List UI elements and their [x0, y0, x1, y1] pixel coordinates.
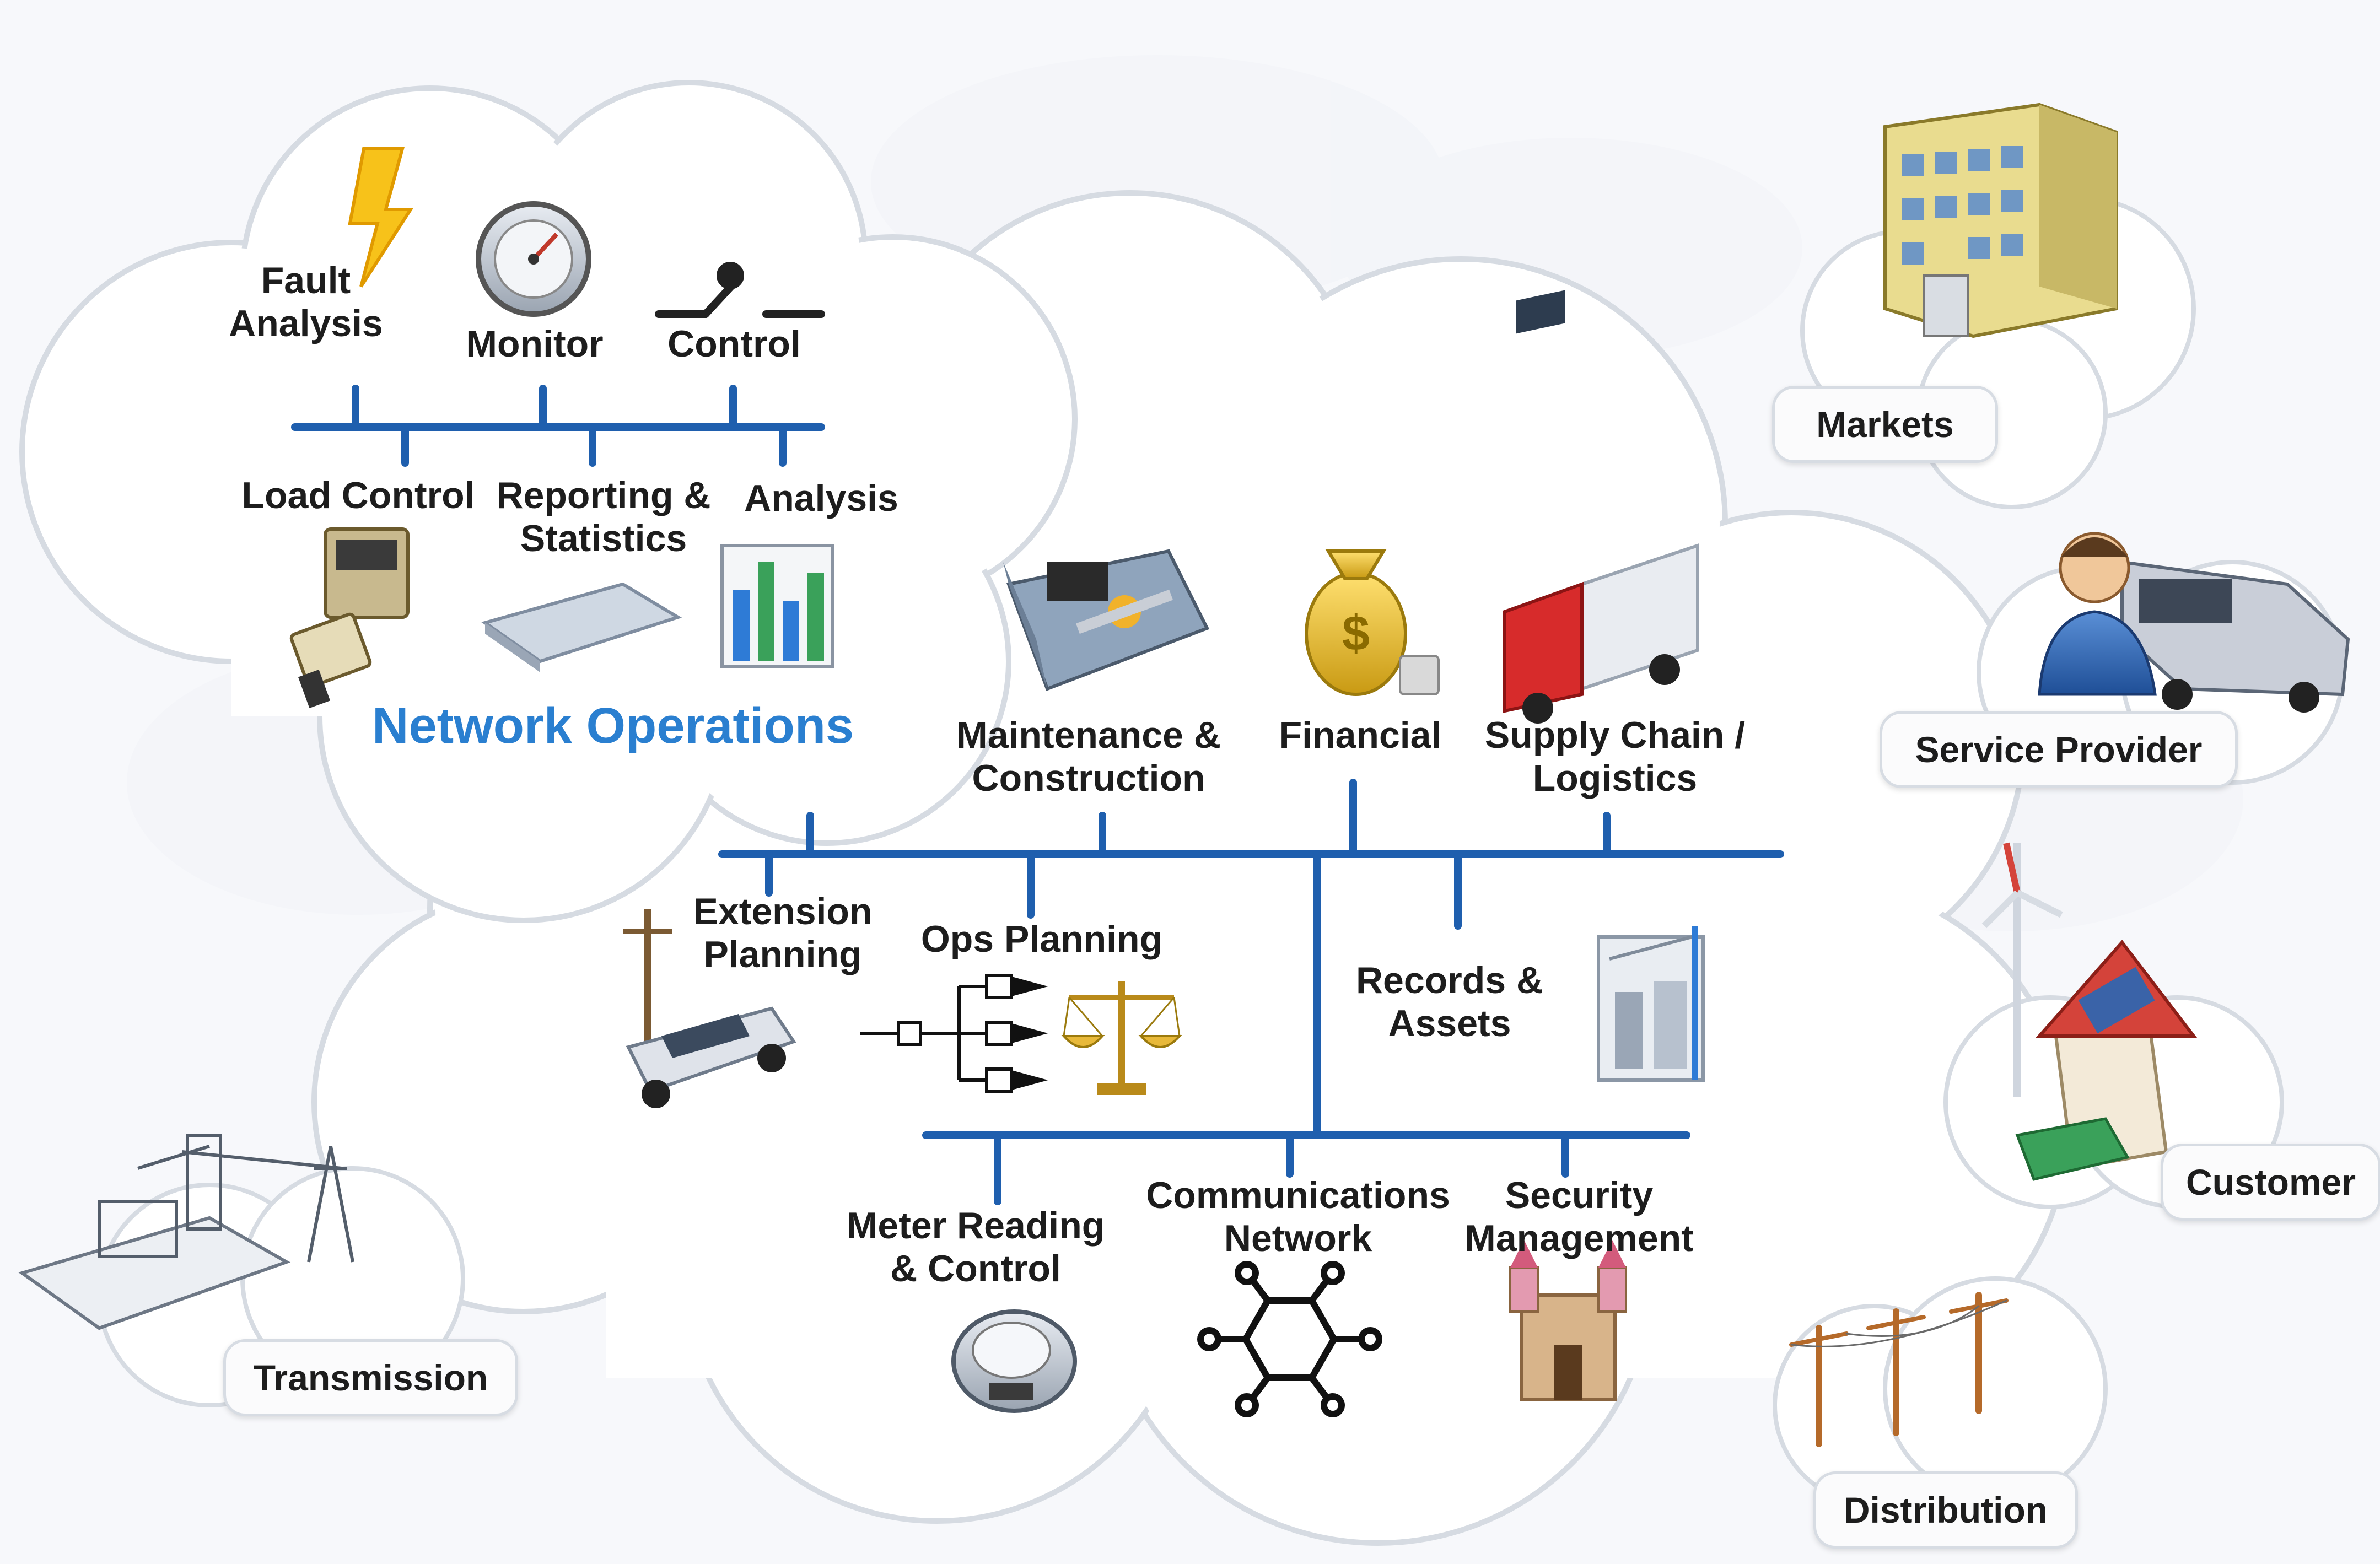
castle-icon	[1509, 1240, 1627, 1401]
power-poles-icon	[1789, 1292, 2009, 1447]
network-operations-title: Network Operations	[372, 698, 854, 754]
distribution-pill: Distribution	[1813, 1471, 2078, 1549]
network-hub-icon	[1197, 1261, 1382, 1417]
smart-meter-icon	[951, 1309, 1077, 1413]
transmission-pill: Transmission	[223, 1339, 518, 1416]
fault-analysis-label: Fault Analysis	[229, 260, 383, 345]
control-label: Control	[667, 323, 801, 365]
analysis-label: Analysis	[744, 477, 898, 519]
meter-device-icon	[289, 527, 410, 709]
financial-label: Financial	[1279, 714, 1442, 756]
customer-pill: Customer	[2161, 1144, 2380, 1221]
laptop-icon	[481, 582, 682, 672]
markets-pill: Markets	[1772, 386, 1998, 463]
transmission-tower-icon	[18, 1134, 354, 1330]
house-icon	[1981, 842, 2198, 1181]
svg-text:$: $	[1342, 606, 1370, 661]
meter-reading-control-label: Meter Reading & Control	[846, 1205, 1105, 1290]
records-assets-label: Records & Assets	[1355, 959, 1544, 1045]
service-provider-pill: Service Provider	[1880, 711, 2238, 788]
netops-bus	[291, 385, 825, 467]
security-management-label: Security Management	[1464, 1174, 1694, 1260]
communications-network-label: Communications Network	[1146, 1174, 1450, 1260]
supply-chain-logistics-label: Supply Chain / Logistics	[1484, 714, 1746, 800]
service-person-icon	[2038, 532, 2350, 713]
enterprise-bus	[718, 779, 1784, 1205]
load-control-label: Load Control	[241, 474, 475, 516]
toolbox-icon	[1003, 549, 1210, 691]
monitor-label: Monitor	[466, 323, 604, 365]
utility-truck-icon	[623, 909, 796, 1108]
truck-icon	[1503, 290, 1699, 724]
extension-planning-label: Extension Planning	[693, 891, 873, 976]
switch-icon	[655, 262, 825, 318]
scales-icon	[1061, 981, 1182, 1095]
bar-chart-icon	[720, 544, 834, 668]
ops-planning-label: Ops Planning	[920, 918, 1163, 960]
lightning-icon	[348, 147, 414, 288]
reporting-statistics-label: Reporting & Statistics	[496, 474, 711, 560]
domain-clouds	[97, 196, 2345, 1507]
ops-flow-icon	[860, 974, 1048, 1093]
money-bag-icon: $	[1305, 549, 1440, 696]
substation-icon	[1597, 926, 1705, 1082]
maintenance-construction-label: Maintenance & Construction	[956, 714, 1221, 800]
gauge-icon	[476, 201, 591, 317]
building-icon	[1883, 103, 2118, 338]
distribution-cloud	[1773, 1276, 2108, 1507]
